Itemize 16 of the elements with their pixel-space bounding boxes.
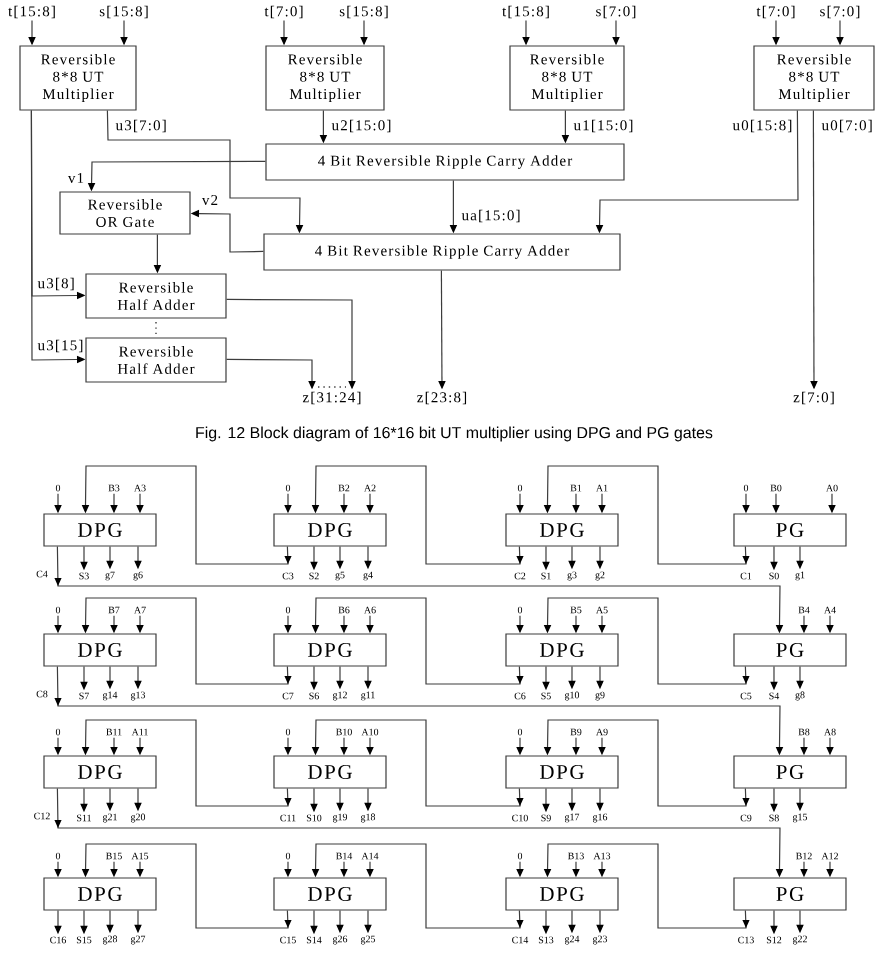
gate-box: DPG <box>43 633 157 667</box>
gate-box: PG <box>733 755 847 789</box>
gate-box: DPG <box>505 877 619 911</box>
gate-box: DPG <box>273 755 387 789</box>
gate-box: PG <box>733 877 847 911</box>
gate-box: DPG <box>505 513 619 547</box>
gate-box: DPG <box>43 877 157 911</box>
gate-box: DPG <box>273 877 387 911</box>
gate-box: DPG <box>505 755 619 789</box>
gate-box: DPG <box>273 633 387 667</box>
gate-box: DPG <box>43 513 157 547</box>
gate-box: DPG <box>273 513 387 547</box>
gate-box: PG <box>733 633 847 667</box>
gate-box: PG <box>733 513 847 547</box>
gate-box: DPG <box>43 755 157 789</box>
gate-box: DPG <box>505 633 619 667</box>
